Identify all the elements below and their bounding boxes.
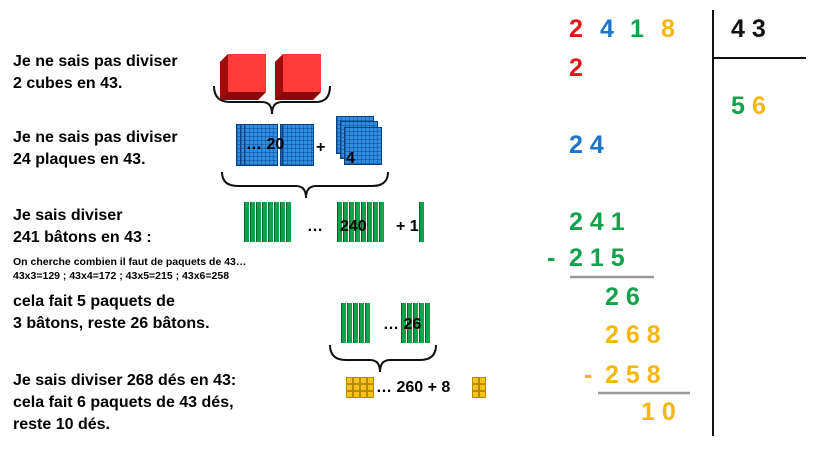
stick-icon — [343, 202, 348, 242]
step1-line1: Je ne sais pas diviser — [13, 53, 178, 70]
divisor: 4 3 — [731, 15, 766, 43]
die-icon — [479, 391, 486, 398]
cube-icon — [220, 54, 266, 100]
step1-text: Je ne sais pas diviser 2 cubes en 43. — [13, 51, 178, 95]
die-icon — [346, 391, 353, 398]
stick-icon — [407, 303, 412, 343]
dividend-digit-units: 8 — [661, 15, 675, 43]
plate-icon — [282, 124, 314, 166]
stick-icon — [286, 202, 291, 242]
sub-d: 2 5 8 — [605, 361, 661, 389]
stick-icon — [413, 303, 418, 343]
step3-note: On cherche combien il faut de paquets de… — [13, 255, 246, 283]
die-icon — [367, 384, 374, 391]
step1-line2: 2 cubes en 43. — [13, 75, 123, 92]
step3-note-line1: On cherche combien il faut de paquets de… — [13, 256, 247, 268]
step4-line1: Je sais diviser 268 dés en 43: — [13, 372, 237, 389]
sticks-label: 240 — [340, 218, 367, 235]
step3-note-line2: 43x3=129 ; 43x4=172 ; 43x5=215 ; 43x6=25… — [13, 270, 230, 282]
step3-result: cela fait 5 paquets de 3 bâtons, reste 2… — [13, 291, 210, 335]
stick-icon — [341, 303, 346, 343]
step4-text: Je sais diviser 268 dés en 43: cela fait… — [13, 370, 236, 436]
step2-line1: Je ne sais pas diviser — [13, 129, 178, 146]
sticks-plus: + 1 — [396, 218, 419, 235]
sticks-dots: … — [307, 218, 323, 235]
stick-icon — [355, 202, 360, 242]
stick-icon — [244, 202, 249, 242]
rem-d: 1 0 — [641, 398, 676, 426]
stick-icon — [337, 202, 342, 242]
stick-icon — [373, 202, 378, 242]
step3-result-line2: 3 bâtons, reste 26 bâtons. — [13, 315, 210, 332]
die-icon — [472, 377, 479, 384]
plates-plus: + — [316, 139, 326, 156]
stick-icon — [353, 303, 358, 343]
quotient-digit-tens: 5 — [731, 92, 745, 120]
plate-icon — [244, 124, 278, 166]
die-icon — [360, 384, 367, 391]
cube-icon — [275, 54, 321, 100]
brace-plates — [221, 171, 389, 199]
step-b: 2 4 — [569, 131, 604, 159]
stick-icon — [365, 303, 370, 343]
step-d: 2 6 8 — [605, 321, 661, 349]
stick-icon — [359, 303, 364, 343]
stick-icon — [419, 202, 424, 242]
stick-icon — [349, 202, 354, 242]
plates-label: … 20 — [246, 136, 285, 153]
stick-icon — [347, 303, 352, 343]
minus-c: - — [547, 244, 556, 272]
stick-icon — [250, 202, 255, 242]
quotient-digit-units: 6 — [752, 92, 766, 120]
sub-c: 2 1 5 — [569, 244, 625, 272]
step3-line1: Je sais diviser — [13, 207, 123, 224]
stick-icon — [268, 202, 273, 242]
dividend-digit-thousands: 2 — [569, 15, 583, 43]
die-icon — [472, 384, 479, 391]
stick-icon — [280, 202, 285, 242]
die-icon — [367, 391, 374, 398]
step3-text: Je sais diviser 241 bâtons en 43 : — [13, 205, 152, 249]
dividend-digit-tens: 1 — [630, 15, 644, 43]
stick-icon — [367, 202, 372, 242]
die-icon — [367, 377, 374, 384]
die-icon — [472, 391, 479, 398]
die-icon — [360, 377, 367, 384]
step2-line2: 24 plaques en 43. — [13, 151, 146, 168]
brace-sticks — [329, 344, 437, 373]
stick-icon — [379, 202, 384, 242]
die-icon — [353, 384, 360, 391]
plates-remainder-label: 4 — [346, 150, 355, 167]
sticks2-label: … 26 — [383, 316, 422, 333]
die-icon — [353, 377, 360, 384]
step2-text: Je ne sais pas diviser 24 plaques en 43. — [13, 127, 178, 171]
step4-line2: cela fait 6 paquets de 43 dés, — [13, 394, 234, 411]
die-icon — [360, 391, 367, 398]
step3-line2: 241 bâtons en 43 : — [13, 229, 152, 246]
step-c: 2 4 1 — [569, 208, 625, 236]
minus-d: - — [584, 361, 593, 389]
stick-icon — [274, 202, 279, 242]
stick-icon — [361, 202, 366, 242]
step4-line3: reste 10 dés. — [13, 416, 110, 433]
stick-icon — [425, 303, 430, 343]
plate-icon — [344, 127, 382, 165]
step-a: 2 — [569, 54, 583, 82]
die-icon — [479, 384, 486, 391]
dice-label: … 260 + 8 — [376, 379, 451, 396]
die-icon — [479, 377, 486, 384]
rem-c: 2 6 — [605, 283, 640, 311]
step3-result-line1: cela fait 5 paquets de — [13, 293, 175, 310]
die-icon — [353, 391, 360, 398]
dividend-digit-hundreds: 4 — [600, 15, 614, 43]
die-icon — [346, 384, 353, 391]
stick-icon — [419, 303, 424, 343]
brace-cubes — [213, 85, 331, 115]
stick-icon — [401, 303, 406, 343]
stick-icon — [262, 202, 267, 242]
die-icon — [346, 377, 353, 384]
stick-icon — [256, 202, 261, 242]
cubes-group — [220, 54, 321, 100]
